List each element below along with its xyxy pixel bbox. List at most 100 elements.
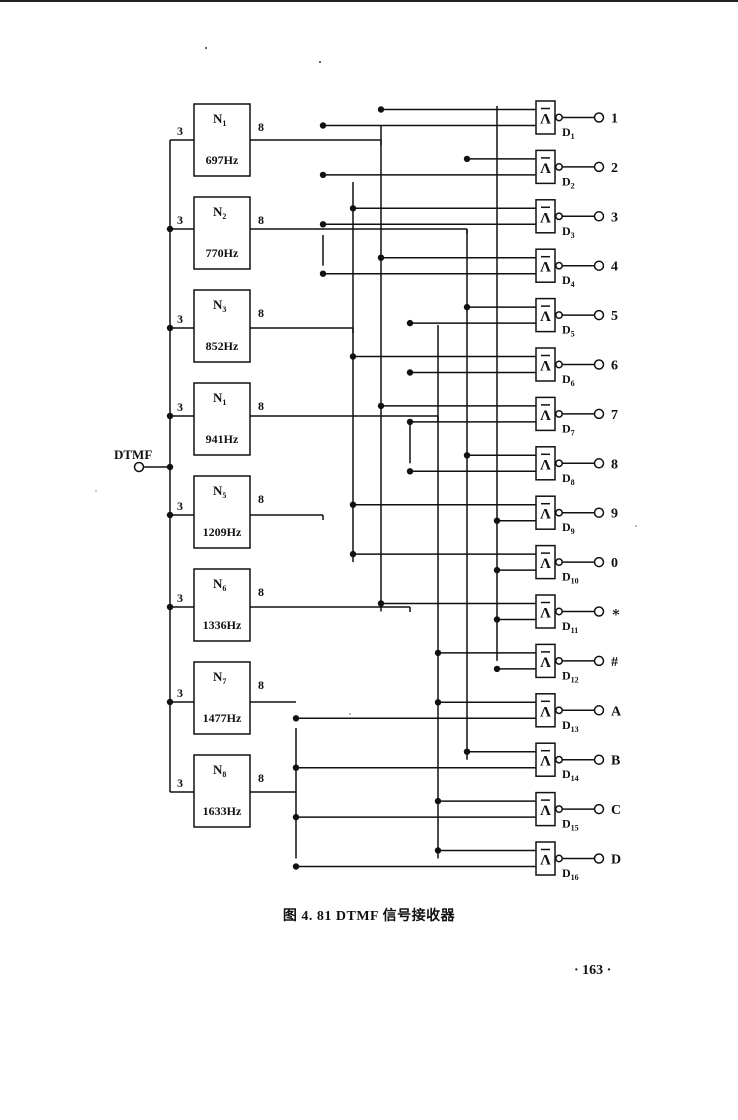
gate-input-junction: [493, 566, 501, 574]
output-key-label: 6: [611, 359, 618, 374]
output-terminal: [593, 112, 605, 123]
output-terminal: [593, 309, 605, 321]
bandpass-filter-box: [193, 568, 251, 642]
and-gate-box: [535, 742, 556, 777]
and-gate-box: [535, 149, 556, 185]
filter-frequency: 697Hz: [206, 153, 239, 167]
gate-input-junction: [319, 221, 327, 228]
filter-frequency: 1336Hz: [203, 618, 242, 632]
filter-input-pin-label: 3: [177, 312, 183, 326]
output-key-label: 5: [611, 309, 618, 324]
and-gate-symbol: Λ: [540, 112, 551, 128]
gate-input-junction: [349, 353, 357, 360]
and-gate-box: [535, 446, 556, 481]
and-gate-symbol: Λ: [540, 556, 551, 572]
and-gate-symbol: Λ: [540, 457, 551, 473]
bandpass-filter-box: [193, 475, 251, 549]
bandpass-filter-box: [193, 289, 251, 363]
gate-input-junction: [493, 616, 501, 623]
inverter-bubble: [555, 113, 563, 122]
and-gate-symbol: Λ: [540, 606, 551, 622]
filter-output-pin-label: 8: [258, 492, 264, 506]
gate-input-junction: [406, 319, 414, 327]
and-gate-symbol: Λ: [540, 754, 551, 770]
gate-name: D12: [562, 668, 579, 684]
gate-input-junction: [319, 171, 327, 179]
filter-frequency: 1633Hz: [203, 804, 242, 818]
gate-name: D14: [562, 767, 579, 783]
filter-output-pin-label: 8: [258, 399, 264, 413]
filter-output-pin-label: 8: [258, 585, 264, 599]
filter-frequency: 941Hz: [206, 432, 239, 446]
gate-input-junction: [377, 106, 385, 113]
and-gate-box: [535, 594, 556, 629]
output-terminal: [593, 556, 605, 568]
inverter-bubble: [555, 360, 563, 369]
filter-input-pin-label: 3: [177, 591, 183, 605]
gate-name: D3: [562, 224, 575, 240]
output-terminal: [593, 655, 605, 667]
gate-input-junction: [377, 254, 385, 261]
output-terminal: [593, 853, 605, 864]
output-terminal: [593, 161, 605, 173]
output-terminal: [593, 754, 605, 765]
filter-name: N2: [213, 204, 226, 221]
inverter-bubble: [555, 854, 563, 863]
filter-input-pin-label: 3: [177, 400, 183, 414]
gate-input-junction: [377, 600, 385, 607]
and-gate-box: [535, 693, 556, 728]
gate-name: D8: [562, 471, 575, 487]
output-terminal: [593, 705, 605, 716]
output-key-label: 7: [611, 408, 618, 423]
gate-input-junction: [292, 764, 300, 771]
gate-input-junction: [434, 797, 442, 805]
gate-input-junction: [406, 418, 414, 426]
page-number: · 163 ·: [574, 963, 612, 978]
gate-input-junction: [406, 468, 414, 475]
dtmf-input-label: DTMF: [114, 447, 152, 462]
gate-input-junction: [463, 748, 471, 755]
and-gate-symbol: Λ: [540, 309, 551, 325]
bandpass-filter-box: [193, 754, 251, 828]
gate-input-junction: [377, 402, 385, 410]
and-gate-box: [535, 199, 556, 234]
output-key-label: 2: [611, 161, 618, 176]
input-bus-junction: [166, 698, 174, 706]
gate-input-junction: [493, 517, 501, 524]
output-terminal: [593, 211, 605, 222]
output-key-label: 4: [611, 260, 618, 275]
output-terminal: [593, 458, 605, 469]
inverter-bubble: [555, 261, 563, 270]
output-terminal: [593, 359, 605, 370]
gate-input-junction: [434, 699, 442, 706]
input-bus-junction: [166, 225, 174, 233]
and-gate-box: [535, 297, 556, 333]
input-bus-junction: [166, 324, 174, 332]
filter-input-pin-label: 3: [177, 686, 183, 700]
gate-name: D5: [562, 323, 575, 339]
filter-name: N8: [213, 762, 226, 779]
junction-layer: [166, 106, 501, 870]
output-key-label: 0: [611, 556, 618, 571]
inverter-bubble: [555, 755, 563, 764]
output-key-label: B: [611, 754, 620, 769]
filter-name: N5: [213, 483, 226, 500]
output-key-label: 9: [611, 507, 618, 522]
inverter-bubble: [555, 706, 563, 715]
gate-input-junction: [463, 155, 471, 163]
inverter-bubble: [555, 212, 563, 221]
bandpass-filter-box: [193, 103, 251, 177]
inverter-bubble: [555, 805, 563, 814]
gate-name: D4: [562, 273, 575, 289]
filter-frequency: 852Hz: [206, 339, 239, 353]
top-rule: [0, 0, 738, 2]
and-gate-symbol: Λ: [540, 359, 551, 375]
output-key-label: 3: [611, 210, 618, 225]
output-key-label: 8: [611, 457, 618, 472]
input-bus-junction: [166, 511, 174, 519]
and-gate-box: [535, 841, 556, 876]
dtmf-input-terminal: [133, 461, 145, 473]
output-key-label: A: [611, 704, 622, 719]
scan-specks: [95, 47, 637, 715]
